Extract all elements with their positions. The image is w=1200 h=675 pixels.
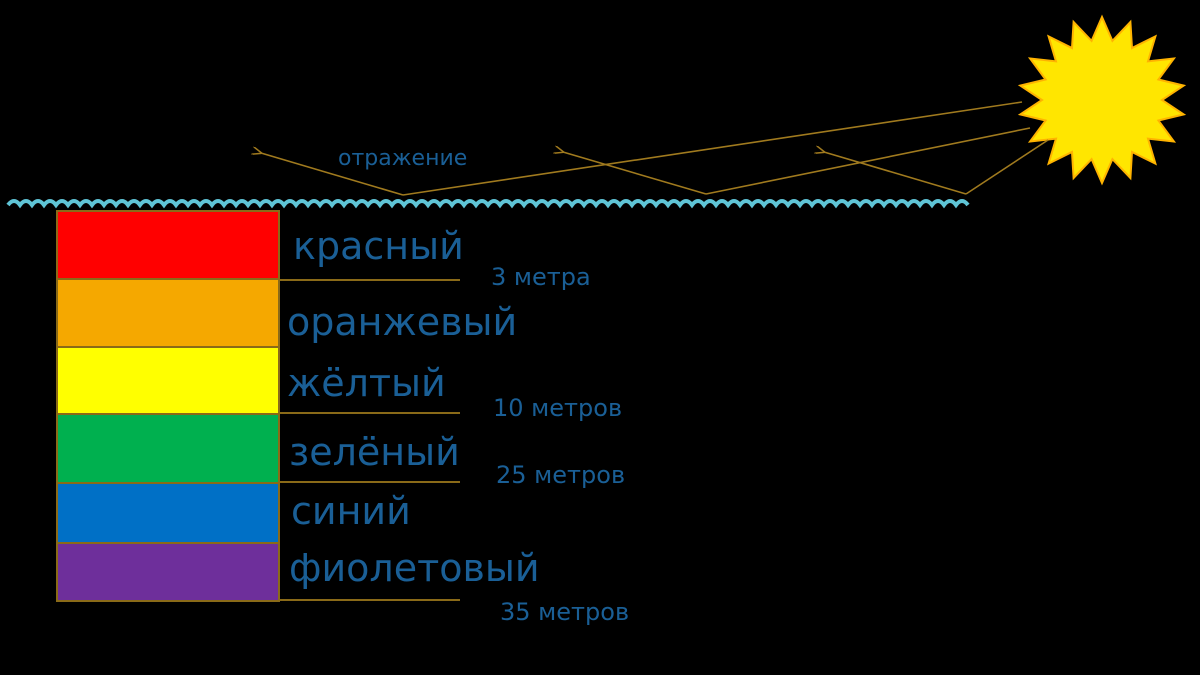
band-label-orange: оранжевый [287,300,518,344]
band-yellow [56,346,280,415]
depth-label-25m: 25 метров [496,461,626,489]
band-label-blue: синий [291,489,411,533]
band-violet [56,542,280,602]
incoming-ray-1 [402,101,1023,196]
depth-marker-lines [279,279,460,601]
depth-label-10m: 10 метров [493,394,623,422]
band-label-green: зелёный [289,430,460,474]
band-label-violet: фиолетовый [289,546,540,590]
band-blue [56,482,280,544]
depth-label-35m: 35 метров [500,598,630,626]
incoming-ray-2 [705,127,1031,195]
reflection-label: отражение [338,146,468,171]
water-surface-wave [6,199,970,209]
sun-icon [1017,14,1187,186]
band-red [56,210,280,280]
light-rays [261,101,1049,196]
color-bands-column [56,210,280,602]
reflected-ray-3 [824,152,967,195]
band-label-yellow: жёлтый [287,361,446,405]
band-orange [56,278,280,348]
reflected-ray-2 [563,152,707,195]
reflected-ray-1 [261,153,404,196]
band-label-red: красный [293,224,464,268]
depth-label-3m: 3 метра [491,263,591,291]
band-green [56,413,280,484]
incoming-ray-3 [965,139,1049,195]
